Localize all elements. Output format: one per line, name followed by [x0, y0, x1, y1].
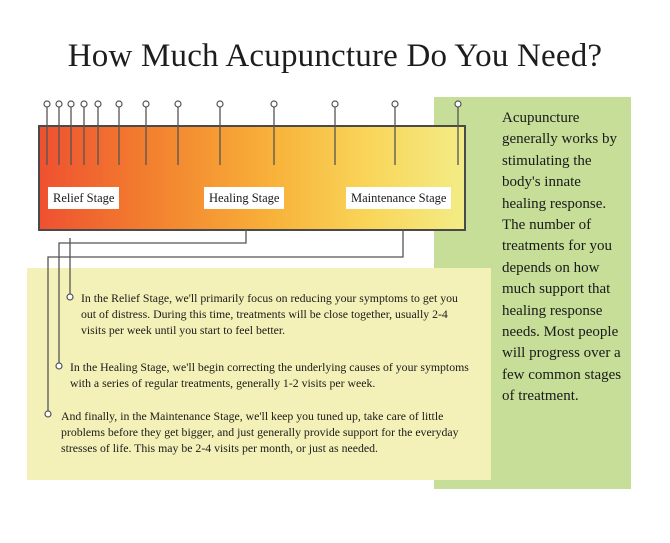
relief-stage-label: Relief Stage — [48, 187, 120, 209]
page-title: How Much Acupuncture Do You Need? — [67, 38, 603, 74]
maintenance-stage-label: Maintenance Stage — [346, 187, 452, 209]
relief-stage-description: In the Relief Stage, we'll primarily foc… — [81, 291, 458, 337]
maintenance-stage-description: And finally, in the Maintenance Stage, w… — [61, 409, 459, 455]
healing-stage-description: In the Healing Stage, we'll begin correc… — [70, 360, 469, 390]
treatment-timeline-bar — [38, 125, 466, 231]
summary-text: Acupuncture generally works by stimulati… — [502, 110, 622, 405]
healing-stage-label: Healing Stage — [204, 187, 285, 209]
